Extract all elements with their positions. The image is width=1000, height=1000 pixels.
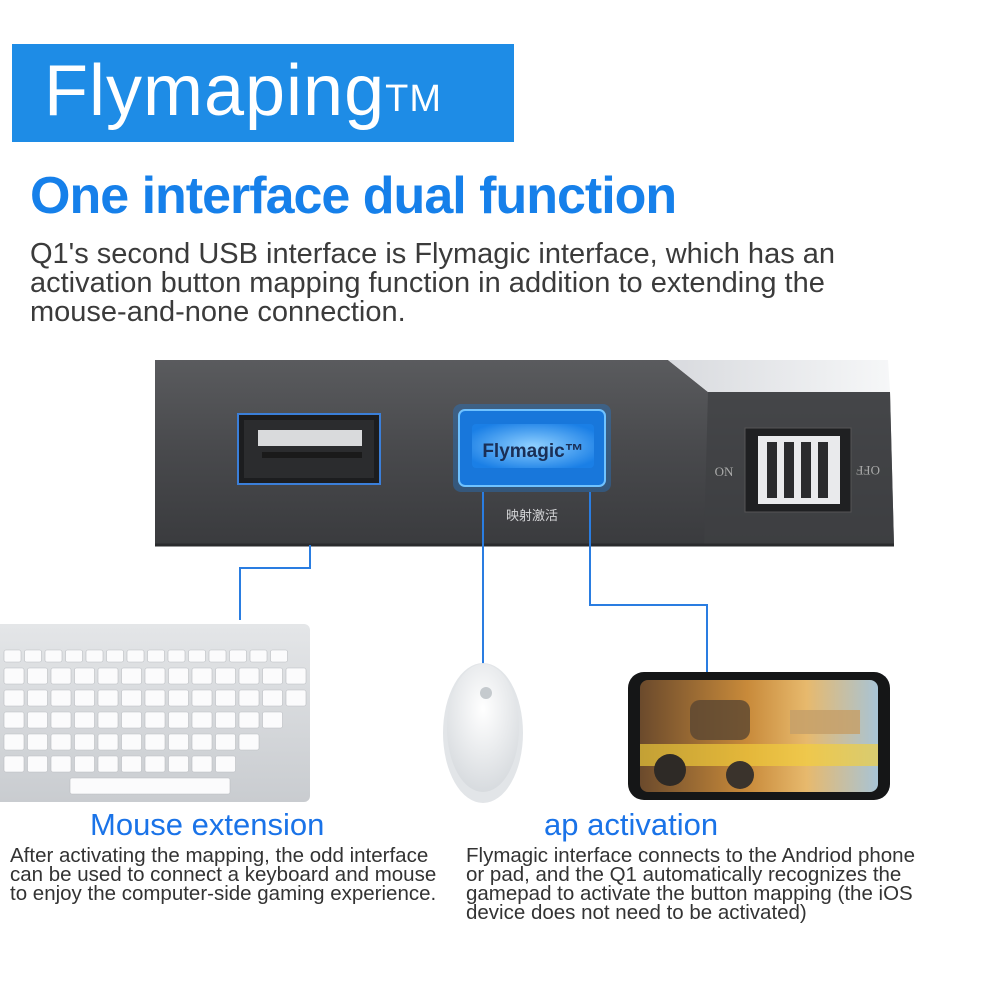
- keyboard-key: [238, 711, 260, 729]
- keyboard-key: [3, 733, 25, 751]
- keyboard-key: [229, 649, 247, 663]
- keyboard-key: [215, 733, 236, 751]
- keyboard-key: [262, 711, 283, 729]
- keyboard-key: [249, 649, 268, 663]
- keyboard-key: [215, 667, 236, 685]
- keyboard-key: [215, 711, 236, 729]
- keyboard-key: [74, 733, 95, 751]
- keyboard-key: [24, 649, 42, 663]
- brand-banner: [12, 44, 514, 142]
- keyboard-key: [144, 711, 166, 729]
- keyboard-key: [3, 755, 25, 773]
- trademark-mark: TM: [385, 78, 442, 120]
- keyboard-key: [50, 711, 72, 729]
- keyboard-spacebar: [69, 777, 231, 795]
- keyboard-key: [27, 755, 48, 773]
- keyboard-key: [121, 755, 142, 773]
- switch-on-label: ON: [715, 464, 734, 479]
- keyboard-key: [85, 649, 104, 663]
- keyboard-key: [97, 711, 119, 729]
- intro-paragraph: Q1's second USB interface is Flymagic in…: [30, 238, 836, 328]
- keyboard-key: [215, 755, 236, 773]
- keyboard-key: [262, 667, 283, 685]
- keyboard-key: [3, 667, 25, 685]
- keyboard-key: [238, 689, 260, 707]
- keyboard-image: [0, 624, 310, 802]
- keyboard-key: [191, 667, 213, 685]
- keyboard-key: [3, 689, 25, 707]
- keyboard-key: [191, 733, 213, 751]
- keyboard-key: [238, 667, 260, 685]
- keyboard-key: [144, 667, 166, 685]
- keyboard-key: [97, 755, 119, 773]
- keyboard-key: [121, 733, 142, 751]
- keyboard-key: [3, 649, 22, 663]
- switch-off-label: OFF: [856, 463, 880, 478]
- keyboard-key: [191, 711, 213, 729]
- keyboard-key: [285, 689, 307, 707]
- keyboard-key: [238, 733, 260, 751]
- keyboard-key: [168, 711, 189, 729]
- keyboard-key: [270, 649, 288, 663]
- phone-image: [628, 672, 890, 800]
- device-illustration: Flymagic™ 映射激活 ON OFF: [0, 360, 894, 803]
- keyboard-key: [215, 689, 236, 707]
- keyboard-key: [208, 649, 227, 663]
- power-switch[interactable]: [744, 427, 852, 513]
- keyboard-key: [144, 755, 166, 773]
- keyboard-key: [97, 667, 119, 685]
- keyboard-key: [285, 667, 307, 685]
- keyboard-key: [168, 667, 189, 685]
- keyboard-key: [3, 711, 25, 729]
- keyboard-key: [27, 733, 48, 751]
- connection-lines: [239, 492, 708, 672]
- brand-title: FlymapingTM: [44, 48, 442, 134]
- app-activation-title: ap activation: [544, 807, 719, 842]
- keyboard-key: [97, 733, 119, 751]
- keyboard-key: [191, 689, 213, 707]
- keyboard-key: [126, 649, 145, 663]
- flymagic-port-label: Flymagic™: [482, 441, 583, 462]
- keyboard-key: [50, 667, 72, 685]
- brand-name: Flymaping: [44, 51, 386, 131]
- keyboard-key: [27, 711, 48, 729]
- mouse-image: [443, 663, 523, 803]
- keyboard-key: [167, 649, 186, 663]
- usb-port: [237, 413, 381, 485]
- keyboard-key: [144, 733, 166, 751]
- mouse-extension-description: After activating the mapping, the odd in…: [10, 844, 437, 905]
- port-caption: 映射激活: [506, 508, 558, 524]
- keyboard-key: [50, 755, 72, 773]
- keyboard-key: [188, 649, 206, 663]
- keyboard-key: [44, 649, 63, 663]
- keyboard-key: [191, 755, 213, 773]
- keyboard-key: [27, 667, 48, 685]
- keyboard-key: [168, 733, 189, 751]
- keyboard-key: [50, 733, 72, 751]
- keyboard-key: [50, 689, 72, 707]
- mouse-extension-title: Mouse extension: [90, 807, 325, 842]
- keyboard-key: [121, 689, 142, 707]
- headline: One interface dual function: [30, 167, 677, 225]
- keyboard-key: [168, 755, 189, 773]
- keyboard-key: [168, 689, 189, 707]
- app-activation-description: Flymagic interface connects to the Andri…: [466, 844, 915, 924]
- keyboard-key: [106, 649, 124, 663]
- keyboard-key: [74, 755, 95, 773]
- keyboard-key: [262, 689, 283, 707]
- keyboard-key: [121, 711, 142, 729]
- keyboard-key: [144, 689, 166, 707]
- keyboard-key: [147, 649, 165, 663]
- keyboard-key: [97, 689, 119, 707]
- keyboard-key: [27, 689, 48, 707]
- keyboard-key: [74, 711, 95, 729]
- keyboard-key: [74, 689, 95, 707]
- keyboard-key: [74, 667, 95, 685]
- keyboard-key: [121, 667, 142, 685]
- flymagic-port: Flymagic™: [453, 404, 611, 492]
- keyboard-key: [65, 649, 83, 663]
